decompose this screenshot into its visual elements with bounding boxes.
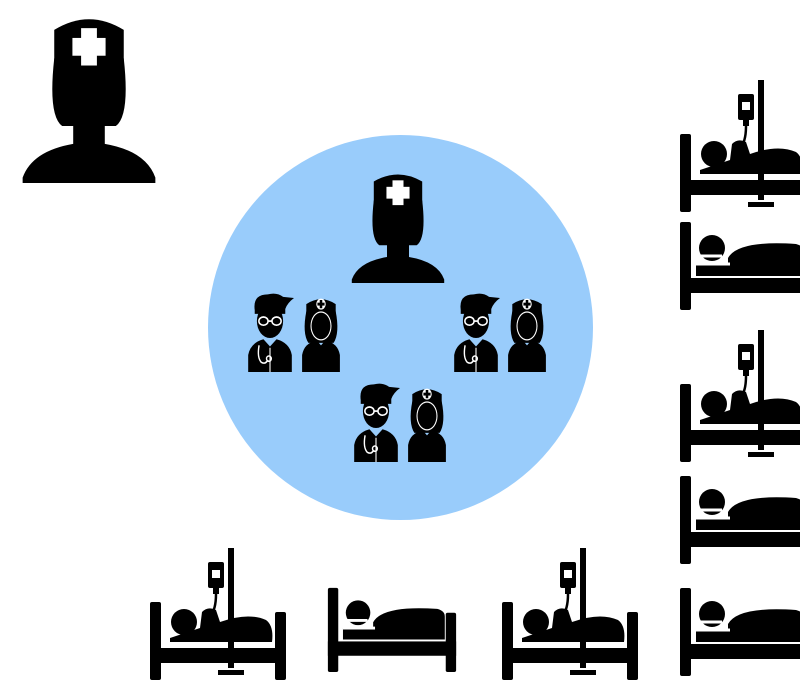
team-nurse-icon <box>343 165 453 283</box>
doctor-icon <box>452 292 500 372</box>
hospital-bed-icon <box>678 586 800 676</box>
nurse-small-icon <box>506 292 548 372</box>
hospital-bed-iv-icon <box>500 540 640 680</box>
doctor-icon <box>352 382 400 462</box>
nurse-small-icon <box>406 382 448 462</box>
hospital-bed-iv-icon <box>678 322 800 462</box>
doctor-icon <box>246 292 294 372</box>
nurse-small-icon <box>300 292 342 372</box>
hospital-bed-icon <box>678 220 800 310</box>
hospital-bed-icon <box>326 586 458 672</box>
hospital-bed-iv-icon <box>678 72 800 212</box>
hospital-bed-iv-icon <box>148 540 288 680</box>
head-nurse-icon <box>10 5 168 183</box>
hospital-bed-icon <box>678 474 800 564</box>
